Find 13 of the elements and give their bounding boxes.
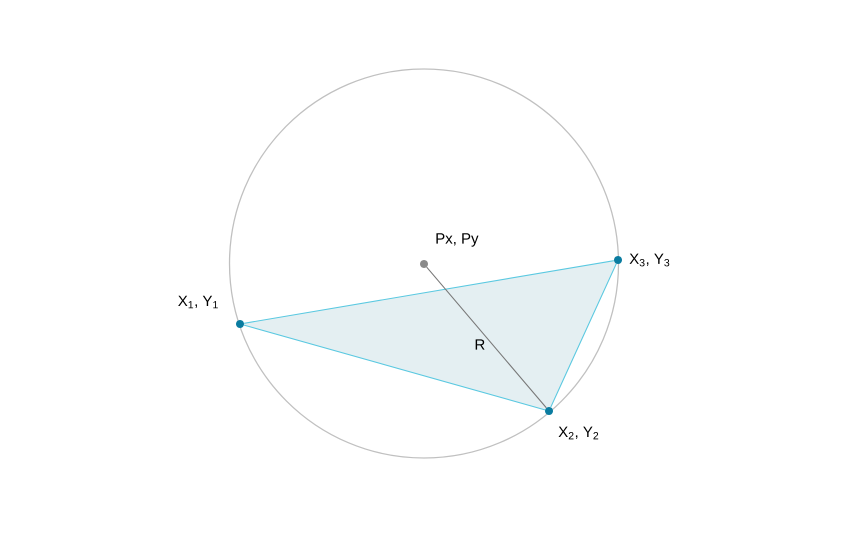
line-segment [244, 260, 614, 324]
point-dot [236, 320, 244, 328]
line-segment [426, 266, 547, 408]
line-segment [550, 264, 617, 408]
point-label: X$_{3}$, Y$_{3}$ [630, 254, 670, 266]
point-label: X$_{2}$, Y$_{2}$ [558, 426, 598, 440]
line-segment [244, 324, 546, 410]
point-label: Px, Py [436, 233, 478, 247]
edge-label: R [476, 339, 485, 350]
point-label: X$_{1}$, Y$_{1}$ [178, 296, 218, 308]
point-dot [420, 260, 428, 268]
point-dot [614, 256, 622, 264]
point-dot [545, 407, 553, 415]
